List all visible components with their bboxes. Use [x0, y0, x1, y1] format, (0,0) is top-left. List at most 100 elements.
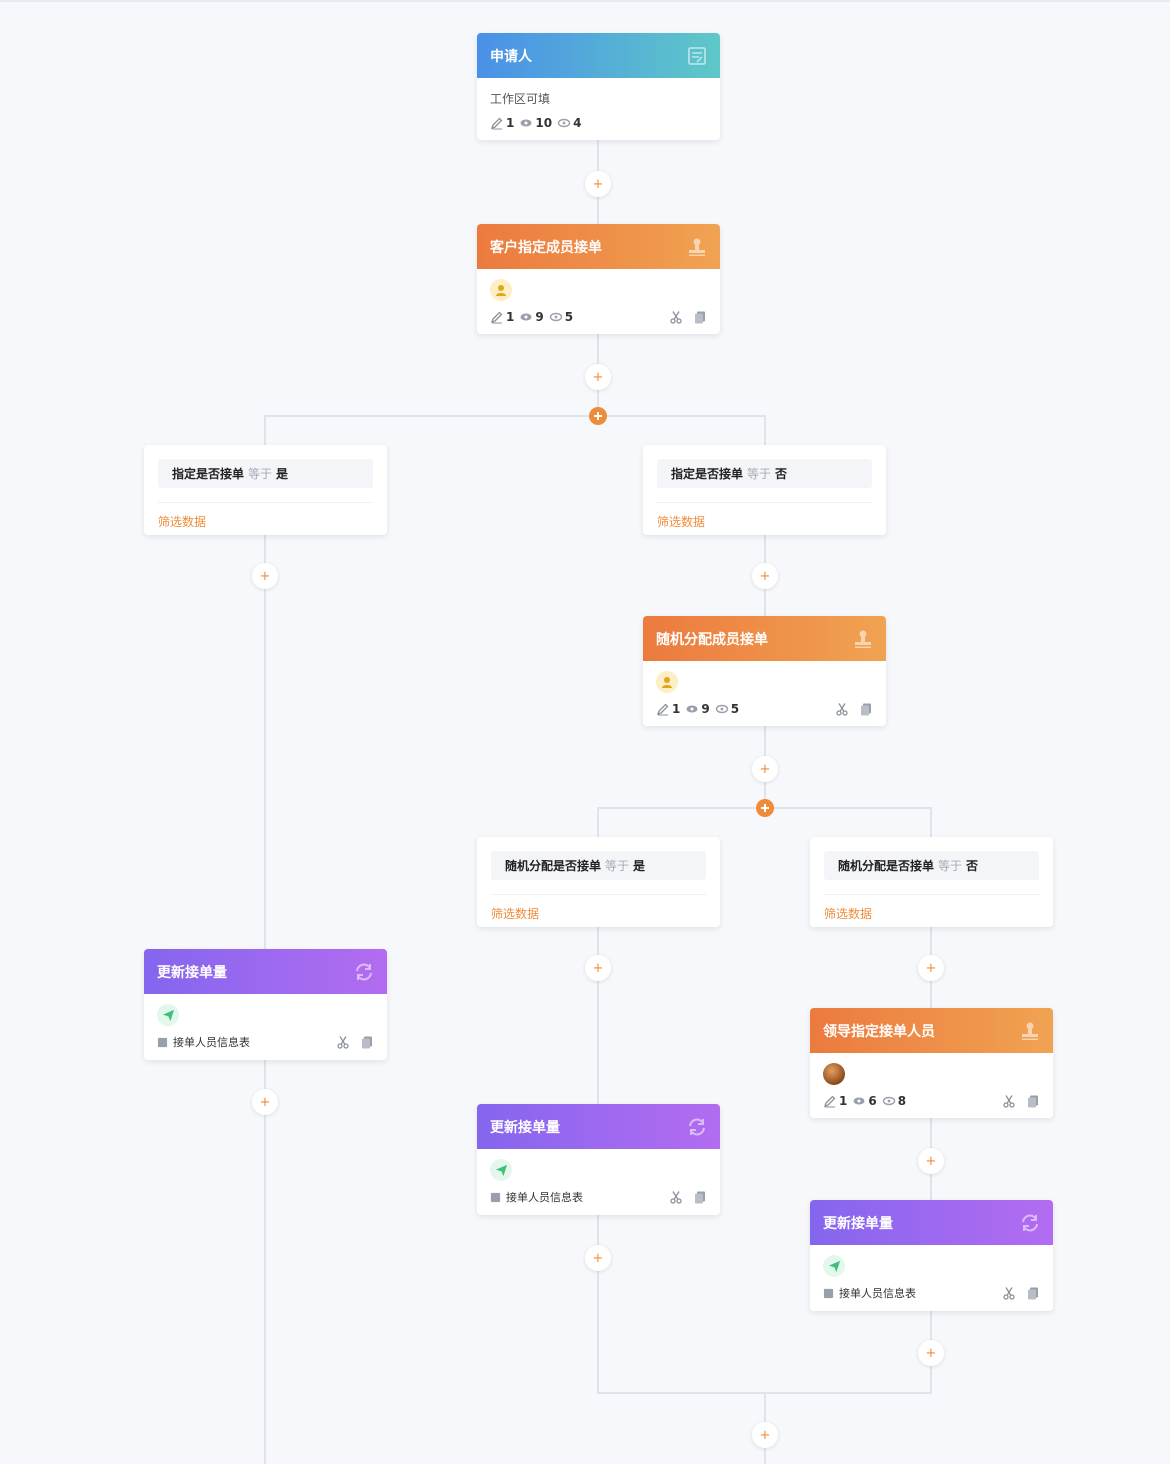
- condition-random-no[interactable]: 随机分配是否接单 等于 否 筛选数据: [810, 837, 1053, 927]
- node-header: 客户指定成员接单: [477, 224, 720, 269]
- table-icon: [490, 1192, 501, 1202]
- copy-icon[interactable]: [360, 1035, 374, 1049]
- connector: [264, 1058, 266, 1464]
- copy-icon[interactable]: [859, 702, 873, 716]
- pencil-icon: [823, 1095, 836, 1108]
- scissors-icon[interactable]: [669, 1190, 683, 1204]
- plus-icon: [594, 412, 602, 420]
- add-node-button[interactable]: +: [585, 955, 611, 981]
- divider: [824, 894, 1039, 895]
- connector: [597, 1214, 599, 1393]
- node-title: 随机分配成员接单: [656, 631, 768, 648]
- hidden-count: 8: [897, 1094, 907, 1108]
- node-leader-assign[interactable]: 领导指定接单人员 1 6 8: [810, 1008, 1053, 1118]
- plus-icon: [761, 804, 769, 812]
- copy-icon[interactable]: [693, 310, 707, 324]
- eye-closed-icon: [557, 118, 571, 128]
- table-icon: [157, 1037, 168, 1047]
- refresh-icon: [356, 963, 372, 980]
- condition-field: 指定是否接单: [172, 467, 245, 481]
- hidden-count: 5: [564, 310, 574, 324]
- condition-operator: 等于: [938, 859, 963, 873]
- scissors-icon[interactable]: [835, 702, 849, 716]
- connector: [264, 533, 266, 951]
- field-permissions: 1 10 4: [490, 116, 584, 130]
- node-header: 随机分配成员接单: [643, 616, 886, 661]
- target-table: 接单人员信息表: [157, 1034, 250, 1050]
- pencil-icon: [656, 703, 669, 716]
- filter-data-link[interactable]: 筛选数据: [824, 907, 873, 921]
- filter-data-link[interactable]: 筛选数据: [158, 515, 207, 529]
- add-branch-button[interactable]: [756, 799, 774, 817]
- node-random-assign[interactable]: 随机分配成员接单 1 9 5: [643, 616, 886, 726]
- condition-rule: 随机分配是否接单 等于 否: [824, 851, 1039, 880]
- table-name: 接单人员信息表: [506, 1191, 583, 1204]
- connector: [930, 807, 932, 839]
- eye-icon: [686, 705, 698, 713]
- stamp-icon: [855, 630, 871, 648]
- connector: [764, 415, 766, 447]
- eye-closed-icon: [882, 1096, 895, 1106]
- scissors-icon[interactable]: [1002, 1094, 1016, 1108]
- eye-icon: [853, 1097, 865, 1105]
- node-applicant[interactable]: 申请人 工作区可填 1 10 4: [477, 33, 720, 140]
- scissors-icon[interactable]: [669, 310, 683, 324]
- node-update-order-count[interactable]: 更新接单量 接单人员信息表: [477, 1104, 720, 1215]
- copy-icon[interactable]: [693, 1190, 707, 1204]
- filter-data-link[interactable]: 筛选数据: [491, 907, 540, 921]
- edit-count: 1: [672, 702, 681, 716]
- top-divider: [0, 0, 1170, 2]
- node-title: 客户指定成员接单: [490, 239, 602, 256]
- condition-rule: 指定是否接单 等于 否: [657, 459, 872, 488]
- scissors-icon[interactable]: [1002, 1286, 1016, 1300]
- node-update-order-count[interactable]: 更新接单量 接单人员信息表: [810, 1200, 1053, 1311]
- copy-icon[interactable]: [1026, 1286, 1040, 1300]
- add-branch-button[interactable]: [589, 407, 607, 425]
- condition-assigned-yes[interactable]: 指定是否接单 等于 是 筛选数据: [144, 445, 387, 535]
- condition-operator: 等于: [747, 467, 772, 481]
- add-node-button[interactable]: +: [585, 364, 611, 390]
- add-node-button[interactable]: +: [752, 756, 778, 782]
- form-icon: [688, 46, 706, 65]
- connector: [597, 925, 599, 1106]
- condition-assigned-no[interactable]: 指定是否接单 等于 否 筛选数据: [643, 445, 886, 535]
- add-node-button[interactable]: +: [252, 563, 278, 589]
- condition-field: 随机分配是否接单: [838, 859, 935, 873]
- filter-data-link[interactable]: 筛选数据: [657, 515, 706, 529]
- send-icon: [157, 1004, 179, 1026]
- add-node-button[interactable]: +: [585, 171, 611, 197]
- add-node-button[interactable]: +: [252, 1089, 278, 1115]
- add-node-button[interactable]: +: [918, 1340, 944, 1366]
- condition-rule: 指定是否接单 等于 是: [158, 459, 373, 488]
- add-node-button[interactable]: +: [918, 1148, 944, 1174]
- node-subtitle: 工作区可填: [490, 92, 551, 106]
- node-update-order-count[interactable]: 更新接单量 接单人员信息表: [144, 949, 387, 1060]
- condition-field: 随机分配是否接单: [505, 859, 602, 873]
- hidden-count: 5: [730, 702, 740, 716]
- node-title: 领导指定接单人员: [823, 1023, 935, 1040]
- add-node-button[interactable]: +: [585, 1245, 611, 1271]
- condition-value: 否: [775, 467, 788, 481]
- scissors-icon[interactable]: [336, 1035, 350, 1049]
- view-count: 10: [535, 116, 553, 130]
- node-title: 更新接单量: [823, 1215, 893, 1232]
- node-header: 更新接单量: [810, 1200, 1053, 1245]
- refresh-icon: [1022, 1214, 1038, 1231]
- copy-icon[interactable]: [1026, 1094, 1040, 1108]
- divider: [491, 894, 706, 895]
- eye-closed-icon: [715, 704, 728, 714]
- pencil-icon: [490, 311, 503, 324]
- eye-icon: [520, 313, 532, 321]
- edit-count: 1: [506, 116, 515, 130]
- add-node-button[interactable]: +: [752, 563, 778, 589]
- hidden-count: 4: [573, 116, 582, 130]
- user-icon: [496, 285, 506, 296]
- send-icon: [490, 1159, 512, 1181]
- node-customer-assign[interactable]: 客户指定成员接单 1 9 5: [477, 224, 720, 334]
- connector: [597, 807, 599, 839]
- condition-random-yes[interactable]: 随机分配是否接单 等于 是 筛选数据: [477, 837, 720, 927]
- eye-icon: [520, 119, 532, 127]
- add-node-button[interactable]: +: [918, 955, 944, 981]
- add-node-button[interactable]: +: [752, 1422, 778, 1448]
